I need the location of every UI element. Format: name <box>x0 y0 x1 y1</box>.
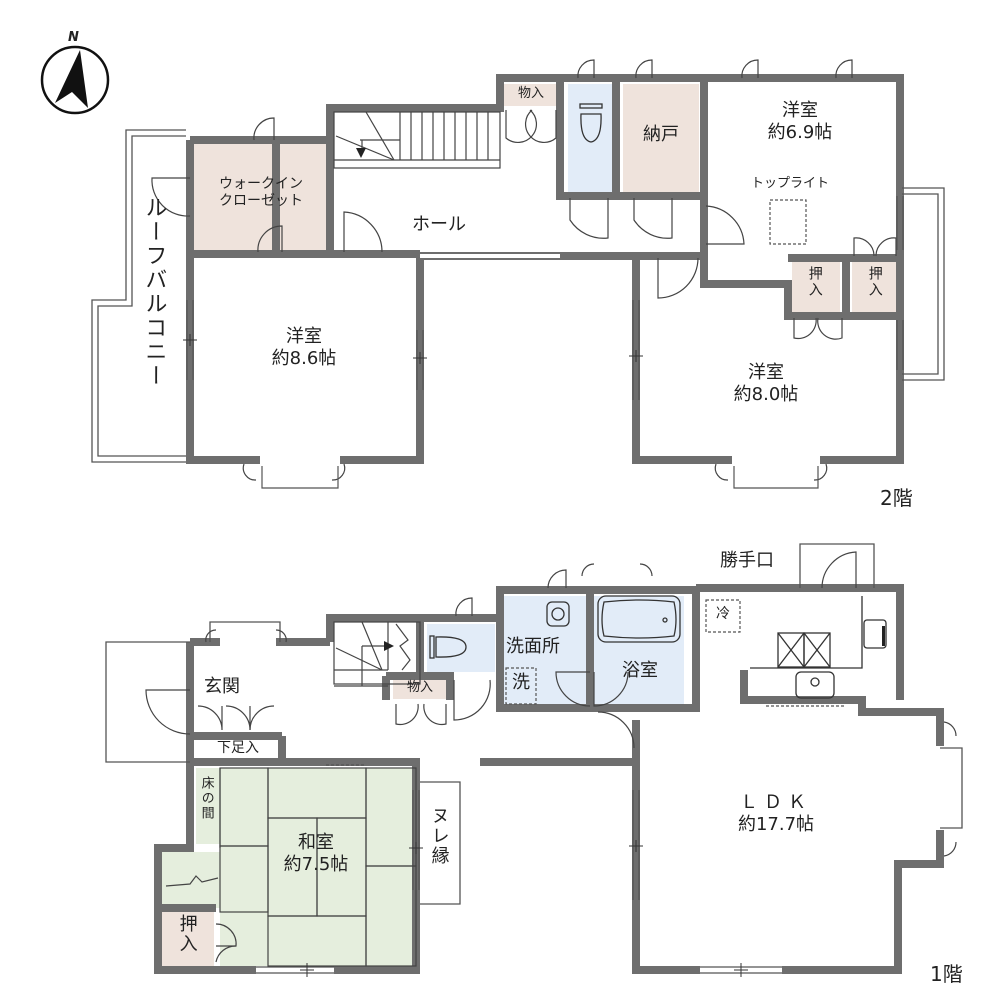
oshiire-1f-label: 押入 <box>176 914 198 954</box>
western-room-ne-label: 洋室 約6.9帖 <box>740 100 860 143</box>
storage-small-1f-area <box>393 677 447 699</box>
floor-1-label: 1階 <box>930 962 963 986</box>
toilet-2f-area <box>568 84 613 192</box>
japanese-room-label: 和室 約7.5帖 <box>256 832 376 875</box>
hall-label: ホール <box>412 214 466 235</box>
storage-small-1f-label: 物入 <box>406 680 433 695</box>
oshiire-left-2f-label: 押入 <box>806 266 823 298</box>
nando-area <box>623 84 699 192</box>
walk-in-closet-label: ウォークイン クローゼット <box>200 176 322 210</box>
compass-north-label: N <box>68 30 79 45</box>
japanese-room-name: 和室 <box>298 832 334 853</box>
western-room-e-size: 約8.0帖 <box>733 383 799 405</box>
oshiire-left-2f-area <box>792 262 840 312</box>
western-room-ne-name: 洋室 <box>782 100 818 121</box>
washer-label: 洗 <box>512 672 530 693</box>
tokonoma-area <box>196 768 220 844</box>
storage-small-2f-label: 物入 <box>517 86 544 101</box>
ldk-name: ＬＤＫ <box>740 792 812 813</box>
bathroom-area <box>594 596 684 706</box>
western-room-e-name: 洋室 <box>748 362 784 383</box>
shoe-closet-label: 下足入 <box>217 740 259 756</box>
western-room-w-name: 洋室 <box>286 326 322 347</box>
roof-balcony-label: ルーフバルコニー <box>141 196 167 388</box>
washroom-label: 洗面所 <box>506 636 560 657</box>
walk-in-closet-line2: クローゼット <box>219 192 303 209</box>
fridge-label: 冷 <box>716 606 730 622</box>
storage-small-2f-area <box>504 84 558 106</box>
tokonoma-label: 床の間 <box>198 776 214 821</box>
compass-icon <box>40 45 110 115</box>
western-room-e-label: 洋室 約8.0帖 <box>706 362 826 405</box>
western-room-w-size: 約8.6帖 <box>271 347 337 369</box>
ldk-size: 約17.7帖 <box>737 813 815 835</box>
oshiire-1f-area <box>162 912 214 966</box>
entrance-label: 玄関 <box>204 676 240 697</box>
walk-in-closet-area <box>194 143 328 250</box>
ldk-label: ＬＤＫ 約17.7帖 <box>706 792 846 835</box>
walk-in-closet-line1: ウォークイン <box>219 176 303 192</box>
oshiire-right-2f-area <box>852 262 898 312</box>
top-light-label: トップライト <box>750 176 829 191</box>
bathroom-label: 浴室 <box>622 660 658 681</box>
japanese-room-size: 約7.5帖 <box>283 853 349 875</box>
nureen-label: ヌレ縁 <box>428 806 450 866</box>
toilet-1f-area <box>427 624 495 672</box>
oshiire-right-2f-label: 押入 <box>866 266 883 298</box>
western-room-w-label: 洋室 約8.6帖 <box>244 326 364 369</box>
washroom-area <box>504 596 588 706</box>
floor-2-label: 2階 <box>880 486 913 510</box>
western-room-ne-size: 約6.9帖 <box>767 121 833 143</box>
nando-label: 納戸 <box>643 124 679 145</box>
service-entrance-label: 勝手口 <box>720 550 774 571</box>
japanese-room-area <box>220 768 416 966</box>
